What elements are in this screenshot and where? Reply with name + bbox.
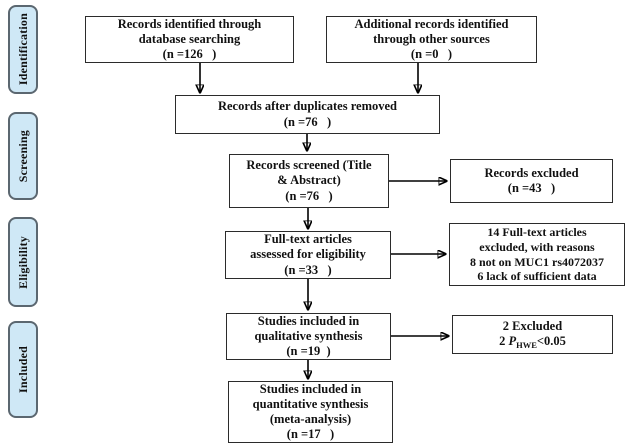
box-duplicates-removed-text: Records after duplicates removed (n =76 … (217, 99, 398, 129)
box-quantitative-synthesis: Studies included in quantitative synthes… (228, 381, 393, 443)
stage-included: Included (8, 321, 38, 418)
stage-eligibility: Eligibility (8, 217, 38, 307)
box-qualitative-synthesis-text: Studies included in qualitative synthesi… (254, 313, 363, 359)
box-hwe-excluded-text: 2 Excluded 2 PHWE<0.05 (499, 319, 566, 351)
box-records-excluded: Records excluded (n =43 ) (450, 159, 613, 203)
box-fulltext-excluded-reasons: 14 Full-text articles excluded, with rea… (449, 223, 625, 286)
stage-identification: Identification (8, 5, 38, 94)
box-fulltext-excluded-reasons-text: 14 Full-text articles excluded, with rea… (470, 225, 604, 284)
box-fulltext-assessed-text: Full-text articles assessed for eligibil… (250, 232, 366, 277)
stage-screening: Screening (8, 112, 38, 200)
box-records-identified-text: Records identified through database sear… (117, 16, 262, 62)
box-qualitative-synthesis: Studies included in qualitative synthesi… (226, 313, 391, 360)
stage-eligibility-label: Eligibility (15, 235, 30, 289)
stage-included-label: Included (15, 346, 30, 393)
box-records-screened: Records screened (Title & Abstract) (n =… (229, 154, 389, 208)
hwe-excluded-line1: 2 Excluded (502, 318, 563, 333)
box-duplicates-removed: Records after duplicates removed (n =76 … (175, 95, 440, 134)
box-additional-records-text: Additional records identified through ot… (354, 16, 509, 62)
box-records-identified: Records identified through database sear… (85, 16, 294, 63)
box-fulltext-assessed: Full-text articles assessed for eligibil… (225, 231, 391, 279)
box-hwe-excluded: 2 Excluded 2 PHWE<0.05 (452, 315, 613, 354)
box-records-excluded-text: Records excluded (n =43 ) (484, 165, 579, 195)
stage-screening-label: Screening (15, 129, 30, 183)
box-additional-records: Additional records identified through ot… (326, 16, 537, 63)
stage-identification-label: Identification (15, 13, 30, 86)
box-records-screened-text: Records screened (Title & Abstract) (n =… (246, 158, 372, 203)
box-quantitative-synthesis-text: Studies included in quantitative synthes… (252, 381, 369, 442)
hwe-excluded-line2: 2 PHWE<0.05 (499, 333, 566, 350)
